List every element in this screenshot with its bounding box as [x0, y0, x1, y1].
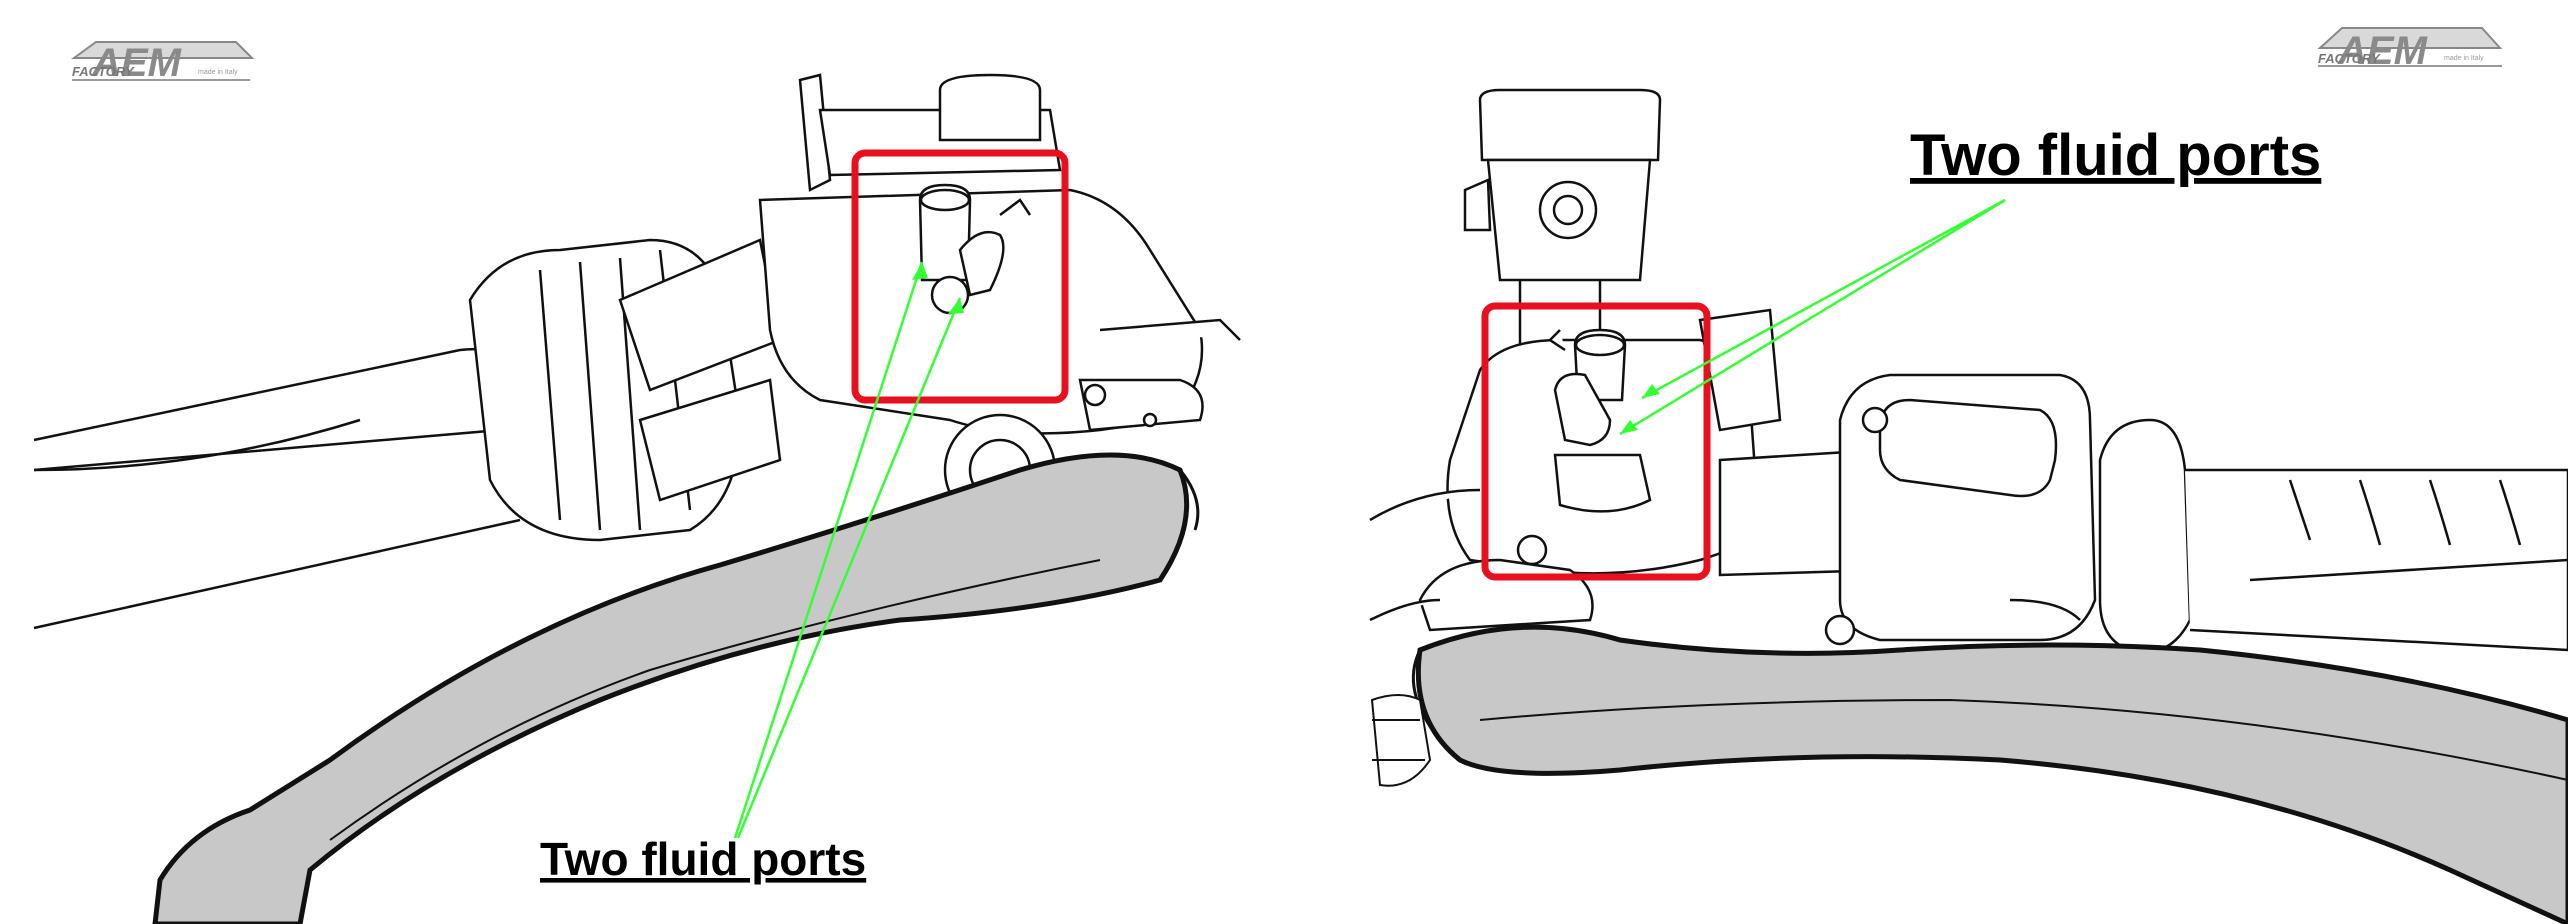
lower-clutter-right — [1370, 694, 1432, 787]
handlebar-left — [33, 348, 524, 630]
grip-right — [2098, 418, 2568, 654]
logo-sub: FACTORY — [72, 64, 135, 79]
brake-lever-right — [1415, 624, 2568, 924]
callout-left: Two fluid ports — [540, 833, 866, 885]
grip-left — [468, 238, 782, 542]
right-panel: AEM FACTORY made in Italy — [1369, 27, 2568, 924]
aem-logo-right: AEM FACTORY made in Italy — [2317, 27, 2503, 73]
logo-tagline: made in Italy — [198, 69, 238, 76]
left-panel: AEM FACTORY made in Italy — [33, 41, 1241, 924]
fluid-ports-right — [1548, 328, 1652, 513]
switch-housing-right — [1824, 373, 2097, 646]
aem-logo-left: AEM FACTORY made in Italy — [70, 41, 255, 85]
logo-sub: FACTORY — [2318, 51, 2381, 66]
pointer-lines-left — [733, 261, 962, 839]
highlight-box-left — [851, 149, 1069, 404]
fluid-ports-left — [918, 183, 1032, 315]
highlight-box-right — [1481, 302, 1711, 581]
reservoir-right — [1463, 88, 1662, 360]
master-cylinder-left — [758, 73, 1241, 527]
logo-brand: AEM — [91, 41, 183, 85]
brake-lever-left — [152, 452, 1190, 924]
logo-tagline: made in Italy — [2444, 55, 2484, 62]
callout-right: Two fluid ports — [1910, 123, 2321, 188]
pointer-lines-right — [1619, 198, 2006, 436]
